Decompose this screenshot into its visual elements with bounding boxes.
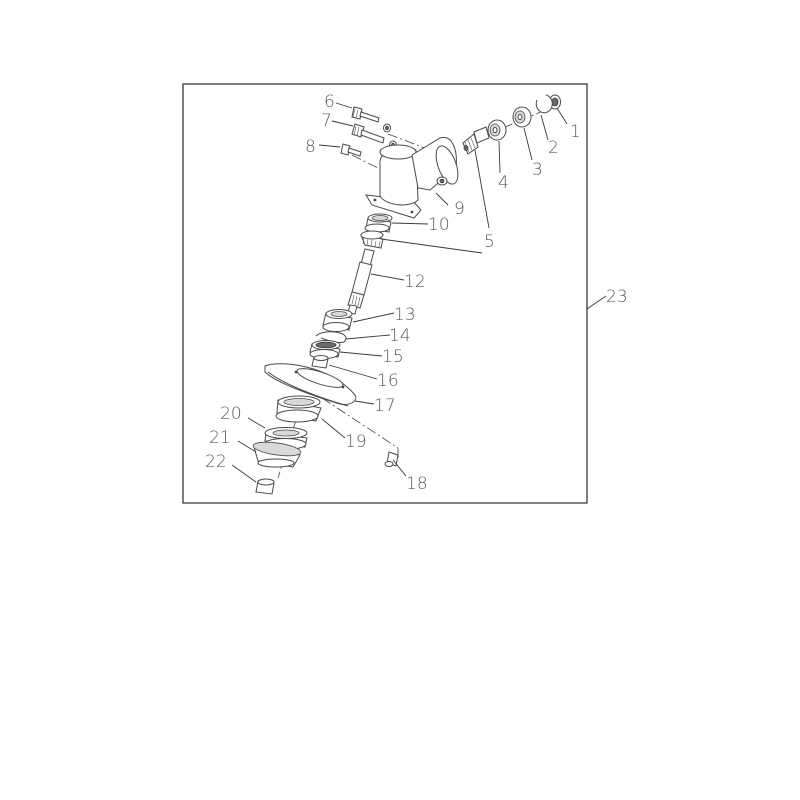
callout-2: 2	[548, 138, 559, 158]
part-10-bearing[interactable]	[364, 213, 393, 233]
part-3-bearing[interactable]	[512, 106, 532, 128]
part-21-cover-cup[interactable]	[252, 440, 302, 468]
callout-14: 14	[389, 326, 411, 346]
part-16-collar[interactable]	[311, 355, 329, 369]
callout-20: 20	[220, 404, 242, 424]
part-12-spindle-shaft[interactable]	[347, 248, 375, 315]
leader-lines	[231, 102, 607, 483]
callout-21: 21	[209, 428, 231, 448]
callout-13: 13	[394, 305, 416, 325]
part-19-holder-cup[interactable]	[275, 395, 322, 423]
callout-16: 16	[377, 371, 399, 391]
part-8-bolt[interactable]	[340, 143, 362, 157]
callout-1: 1	[570, 122, 581, 142]
part-bevel-gear[interactable]	[360, 230, 384, 249]
callout-15: 15	[382, 347, 404, 367]
callout-19: 19	[345, 432, 367, 452]
callout-7: 7	[321, 111, 332, 131]
callout-18: 18	[406, 474, 428, 494]
callout-10: 10	[428, 215, 450, 235]
part-17-cover-plate[interactable]	[264, 363, 357, 407]
callout-5: 5	[484, 232, 495, 252]
part-13-bearing[interactable]	[322, 309, 353, 332]
callout-17: 17	[374, 396, 396, 416]
callout-4: 4	[498, 173, 509, 193]
part-9-gearbox-housing[interactable]	[365, 136, 462, 219]
callout-labels: 1 2 3 4 5 6 7 8 9 10 12 13 14 15 16 17 1…	[205, 92, 628, 494]
callout-8: 8	[305, 137, 316, 157]
part-2-snap-ring[interactable]	[535, 94, 553, 114]
callout-6: 6	[324, 92, 335, 112]
callout-22: 22	[205, 452, 227, 472]
assembly-frame	[182, 83, 588, 504]
callout-3: 3	[532, 160, 543, 180]
part-4-bearing[interactable]	[487, 119, 507, 141]
part-6-bolt[interactable]	[351, 106, 391, 133]
callout-9: 9	[454, 199, 465, 219]
part-22-nut[interactable]	[255, 478, 275, 495]
callout-23: 23	[606, 287, 628, 307]
callout-12: 12	[404, 272, 426, 292]
part-5-pinion-gear[interactable]	[462, 126, 490, 155]
